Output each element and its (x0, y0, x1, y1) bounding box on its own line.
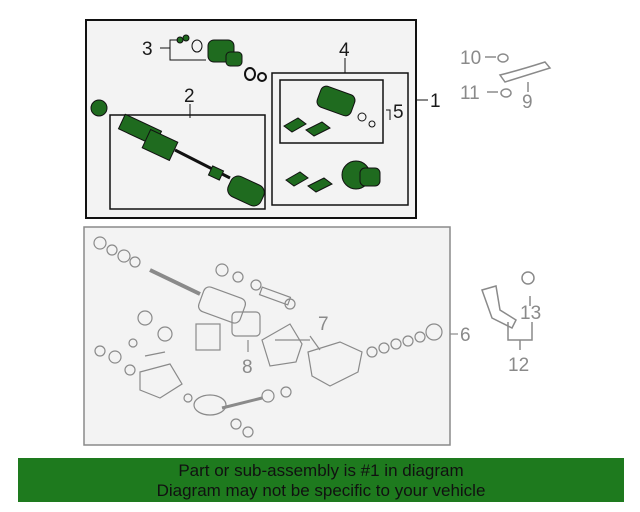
assembly-4-box (271, 72, 409, 206)
callout-7: 7 (318, 314, 329, 335)
callout-5: 5 (393, 102, 404, 123)
callout-13: 13 (520, 303, 541, 324)
bracket-12-13 (481, 271, 535, 350)
callout-8: 8 (242, 357, 253, 378)
differential-box (83, 226, 451, 446)
callout-3: 3 (142, 39, 153, 60)
callout-4: 4 (339, 40, 350, 61)
callout-12: 12 (508, 355, 529, 376)
leader-lines-top (160, 39, 428, 120)
part-5-boot-kit (283, 85, 376, 137)
callout-1: 1 (430, 91, 441, 112)
part-3-outer-joint (176, 34, 267, 82)
callout-10: 10 (460, 48, 481, 69)
differential-parts (93, 236, 458, 438)
assembly-2-box (109, 114, 266, 210)
parts-diagram: 1 2 3 4 5 6 7 8 9 10 11 12 13 (83, 19, 552, 446)
disclaimer-banner: Part or sub-assembly is #1 in diagram Di… (18, 458, 624, 502)
bracket-9 (485, 53, 552, 98)
banner-line-2: Diagram may not be specific to your vehi… (156, 481, 486, 500)
part-4-inner-joint (285, 160, 381, 193)
callout-9: 9 (522, 92, 533, 113)
callout-6: 6 (460, 325, 471, 346)
part-2-drive-shaft (90, 99, 265, 207)
banner-line-1: Part or sub-assembly is #1 in diagram (178, 461, 464, 480)
assembly-5-box (279, 79, 384, 144)
callout-2: 2 (184, 86, 195, 107)
callout-11: 11 (460, 83, 480, 104)
